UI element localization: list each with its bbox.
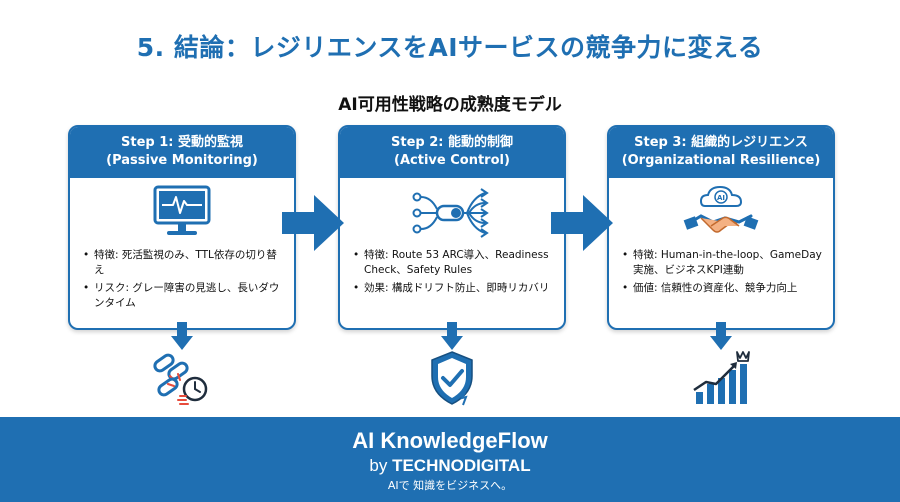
- page-title: 5. 結論：レジリエンスをAIサービスの競争力に変える: [136, 33, 764, 62]
- footer-tagline: AIで 知識をビジネスへ。: [387, 479, 513, 492]
- step-card-2: Step 2: 能動的制御 (Active Control) 特徴: Route…: [338, 125, 566, 330]
- step-bullet: 価値: 信頼性の資産化、競争力向上: [622, 281, 823, 296]
- right-arrow-icon: [282, 195, 344, 251]
- growth-chart-crown-icon: [693, 351, 750, 404]
- down-arrow-icon: [171, 322, 193, 350]
- right-arrow-icon: [551, 195, 613, 251]
- cloud-ai-label: AI: [717, 194, 725, 202]
- step-card-header: Step 2: 能動的制御 (Active Control): [340, 127, 564, 178]
- routing-switch-icon: [412, 188, 489, 238]
- down-arrow-icon: [441, 322, 463, 350]
- step-subtitle: (Passive Monitoring): [106, 153, 258, 168]
- step-title: Step 2: 能動的制御: [391, 135, 513, 150]
- step-card-1: Step 1: 受動的監視 (Passive Monitoring) 特徴: 死…: [68, 125, 296, 330]
- monitor-heartbeat-icon: [153, 185, 211, 235]
- step-title: Step 3: 組織的レジリエンス: [634, 135, 808, 150]
- broken-chain-clock-icon: [153, 353, 208, 405]
- footer-byline: by TECHNODIGITAL: [0, 455, 900, 477]
- ai-cloud-handshake-icon: AI: [683, 185, 759, 233]
- step-bullet: 特徴: 死活監視のみ、TTL依存の切り替え: [83, 248, 284, 278]
- step-bullet: 特徴: Human-in-the-loop、GameDay実施、ビジネスKPI連…: [622, 248, 823, 278]
- step-card-3: Step 3: 組織的レジリエンス (Organizational Resili…: [607, 125, 835, 330]
- step-card-header: Step 1: 受動的監視 (Passive Monitoring): [70, 127, 294, 178]
- footer-by-prefix: by: [369, 456, 393, 475]
- step-subtitle: (Organizational Resilience): [621, 153, 821, 168]
- diagram-subtitle: AI可用性戦略の成熟度モデル: [338, 95, 562, 115]
- step-card-header: Step 3: 組織的レジリエンス (Organizational Resili…: [609, 127, 833, 178]
- shield-check-icon: [431, 351, 473, 406]
- footer-banner: AI KnowledgeFlow by TECHNODIGITAL AIで 知識…: [0, 417, 900, 502]
- step-bullet: 特徴: Route 53 ARC導入、Readiness Check、Safet…: [353, 248, 554, 278]
- step-title: Step 1: 受動的監視: [121, 135, 243, 150]
- footer-brand: AI KnowledgeFlow: [352, 428, 548, 453]
- down-arrow-icon: [710, 322, 732, 350]
- step-bullet: 効果: 構成ドリフト防止、即時リカバリ: [353, 281, 554, 296]
- step-subtitle: (Active Control): [394, 153, 510, 168]
- footer-company: TECHNODIGITAL: [392, 456, 531, 475]
- step-bullet: リスク: グレー障害の見逃し、長いダウンタイム: [83, 281, 284, 311]
